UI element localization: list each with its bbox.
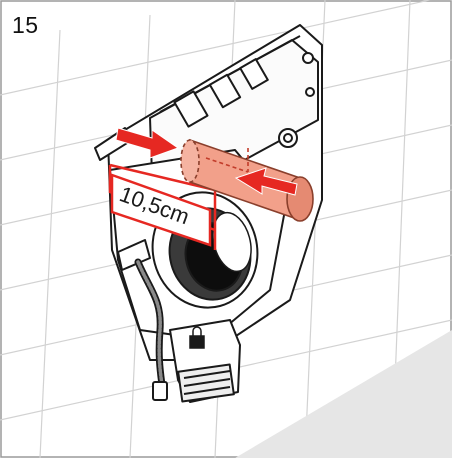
arrow-left-pointing-icon: [234, 167, 298, 196]
padlock-icon: [189, 326, 205, 349]
flexible-hose-icon: [134, 258, 168, 401]
arrow-right-pointing-icon: [115, 127, 180, 159]
step-number: 15: [12, 12, 39, 38]
floor-shade: [235, 330, 452, 458]
